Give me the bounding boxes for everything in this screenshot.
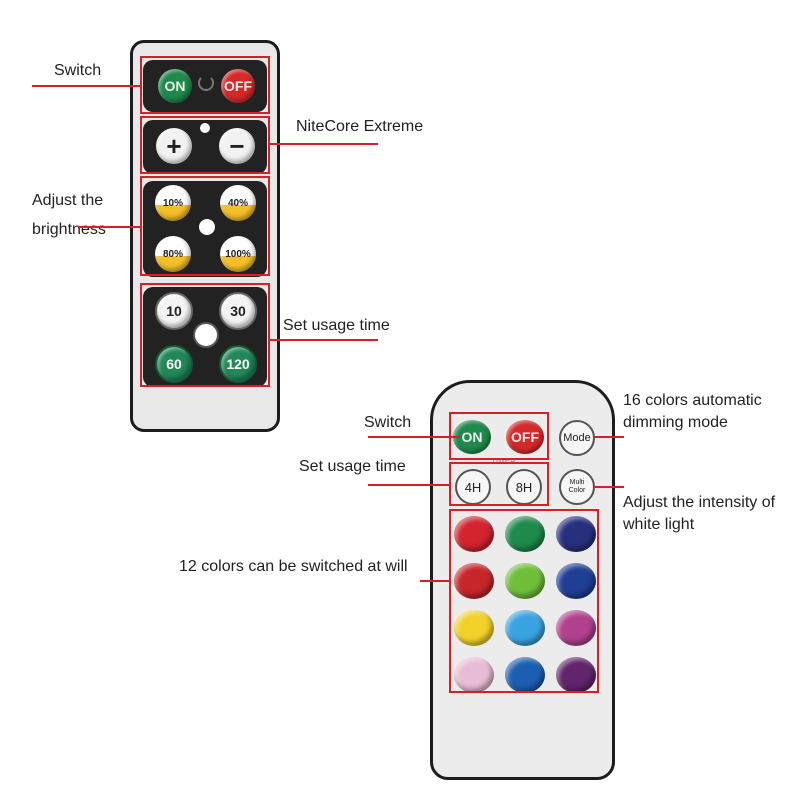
sun-icon [200, 123, 210, 133]
brightness-40-button[interactable]: 40% [220, 185, 256, 221]
timer-4h-button[interactable]: 4H [455, 469, 491, 505]
clock-icon [193, 322, 219, 348]
switch-label-left: Switch [54, 62, 102, 79]
color-button[interactable] [454, 610, 494, 646]
color-button[interactable] [505, 516, 545, 552]
usage-time-pointer-line-right [368, 484, 450, 486]
switch-pointer-line [32, 85, 140, 87]
multi-color-pointer-line [594, 486, 624, 488]
switch-highlight-box-right [449, 412, 549, 460]
color-button[interactable] [454, 563, 494, 599]
usage-time-highlight-box-right [449, 462, 549, 506]
sixteen-colors-label: 16 colors automatic dimming mode [623, 392, 762, 431]
set-usage-time-label-right: Set usage time [299, 458, 406, 475]
switch-highlight-box [140, 56, 270, 114]
nitecore-pointer-line [270, 143, 378, 145]
mode-pointer-line [594, 436, 624, 438]
remote-control-right: ON OFF TIMER Mode 4H 8H Multi Color [430, 380, 615, 780]
brightness-100-button[interactable]: 100% [220, 236, 256, 272]
color-button[interactable] [556, 516, 596, 552]
timer-60-button[interactable]: 60 [155, 345, 193, 383]
timer-10-button[interactable]: 10 [155, 292, 193, 330]
twelve-colors-label: 12 colors can be switched at will [179, 558, 408, 575]
usage-time-pointer-line-left [270, 339, 378, 341]
colors-pointer-line [420, 580, 450, 582]
timer-120-button[interactable]: 120 [219, 345, 257, 383]
color-button[interactable] [556, 610, 596, 646]
multi-color-button[interactable]: Multi Color [559, 469, 595, 505]
timer-caption: TIMER [491, 457, 516, 466]
color-button[interactable] [505, 610, 545, 646]
color-button[interactable] [505, 657, 545, 693]
brightness-pointer-line [78, 226, 140, 228]
plus-button[interactable]: + [156, 128, 192, 164]
nitecore-label: NiteCore Extreme [296, 118, 424, 135]
color-button[interactable] [454, 657, 494, 693]
timer-30-button[interactable]: 30 [219, 292, 257, 330]
brightness-80-button[interactable]: 80% [155, 236, 191, 272]
switch-pointer-line-right [368, 436, 460, 438]
minus-button[interactable]: − [219, 128, 255, 164]
power-icon [198, 75, 214, 91]
brightness-10-button[interactable]: 10% [155, 185, 191, 221]
color-button[interactable] [556, 657, 596, 693]
mode-button[interactable]: Mode [559, 420, 595, 456]
on-button[interactable]: ON [158, 69, 192, 103]
color-button[interactable] [505, 563, 545, 599]
dim-highlight-box [140, 116, 270, 174]
adjust-brightness-label: Adjust the brightness [32, 192, 106, 238]
off-button-right[interactable]: OFF [506, 420, 544, 454]
set-usage-time-label-left: Set usage time [283, 317, 390, 334]
remote-control-left: ON OFF + − 10% 40% 80% 100% 10 30 60 120 [130, 40, 280, 432]
color-highlight-box [449, 509, 599, 693]
off-button[interactable]: OFF [221, 69, 255, 103]
brightness-highlight-box [140, 176, 270, 276]
brightness-sun-icon [199, 219, 215, 235]
color-button[interactable] [556, 563, 596, 599]
timer-highlight-box [140, 283, 270, 387]
color-button[interactable] [454, 516, 494, 552]
white-intensity-label: Adjust the intensity of white light [623, 494, 776, 533]
switch-label-right: Switch [364, 414, 412, 431]
